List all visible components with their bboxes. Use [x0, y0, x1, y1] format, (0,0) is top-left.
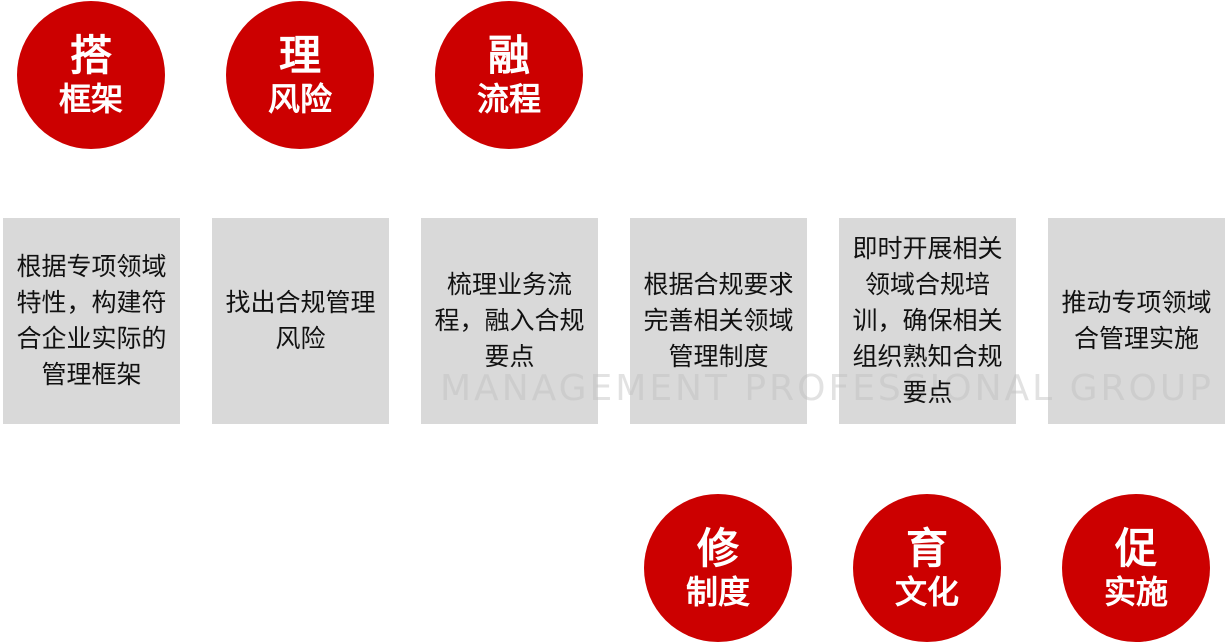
- step-box: 根据合规要求完善相关领域管理制度: [630, 218, 807, 424]
- circle-build-framework: 搭 框架: [17, 1, 165, 149]
- watermark: MANAGEMENT PROFESSIONAL GROUP: [440, 368, 1214, 409]
- step-text: 推动专项领域合管理实施: [1061, 288, 1212, 353]
- step-box: 根据专项领域特性，构建符合企业实际的管理框架: [3, 218, 180, 424]
- step-text: 根据专项领域特性，构建符合企业实际的管理框架: [16, 252, 167, 389]
- circle-label: 文化: [894, 573, 959, 611]
- circle-char: 修: [696, 524, 739, 573]
- circle-char: 搭: [69, 31, 112, 80]
- circle-label: 流程: [476, 80, 541, 118]
- step-box: 梳理业务流程，融入合规要点: [421, 218, 598, 424]
- step-text: 根据合规要求完善相关领域管理制度: [643, 270, 794, 371]
- circle-integrate-process: 融 流程: [435, 1, 583, 149]
- circle-char: 理: [278, 31, 321, 80]
- circle-char: 融: [487, 31, 530, 80]
- circle-label: 风险: [267, 80, 332, 118]
- step-box: 找出合规管理风险: [212, 218, 389, 424]
- step-box: 即时开展相关领域合规培训，确保相关组织熟知合规要点: [839, 218, 1016, 424]
- circle-char: 促: [1114, 524, 1157, 573]
- step-text: 找出合规管理风险: [225, 288, 376, 353]
- step-box: 推动专项领域合管理实施: [1048, 218, 1225, 424]
- circle-char: 育: [905, 524, 948, 573]
- circle-label: 实施: [1103, 573, 1168, 611]
- step-text: 即时开展相关领域合规培训，确保相关组织熟知合规要点: [852, 234, 1003, 407]
- circle-promote-implementation: 促 实施: [1062, 494, 1210, 642]
- circle-revise-system: 修 制度: [644, 494, 792, 642]
- step-text: 梳理业务流程，融入合规要点: [434, 270, 585, 371]
- circle-label: 制度: [685, 573, 750, 611]
- circle-manage-risk: 理 风险: [226, 1, 374, 149]
- circle-label: 框架: [58, 80, 123, 118]
- circle-foster-culture: 育 文化: [853, 494, 1001, 642]
